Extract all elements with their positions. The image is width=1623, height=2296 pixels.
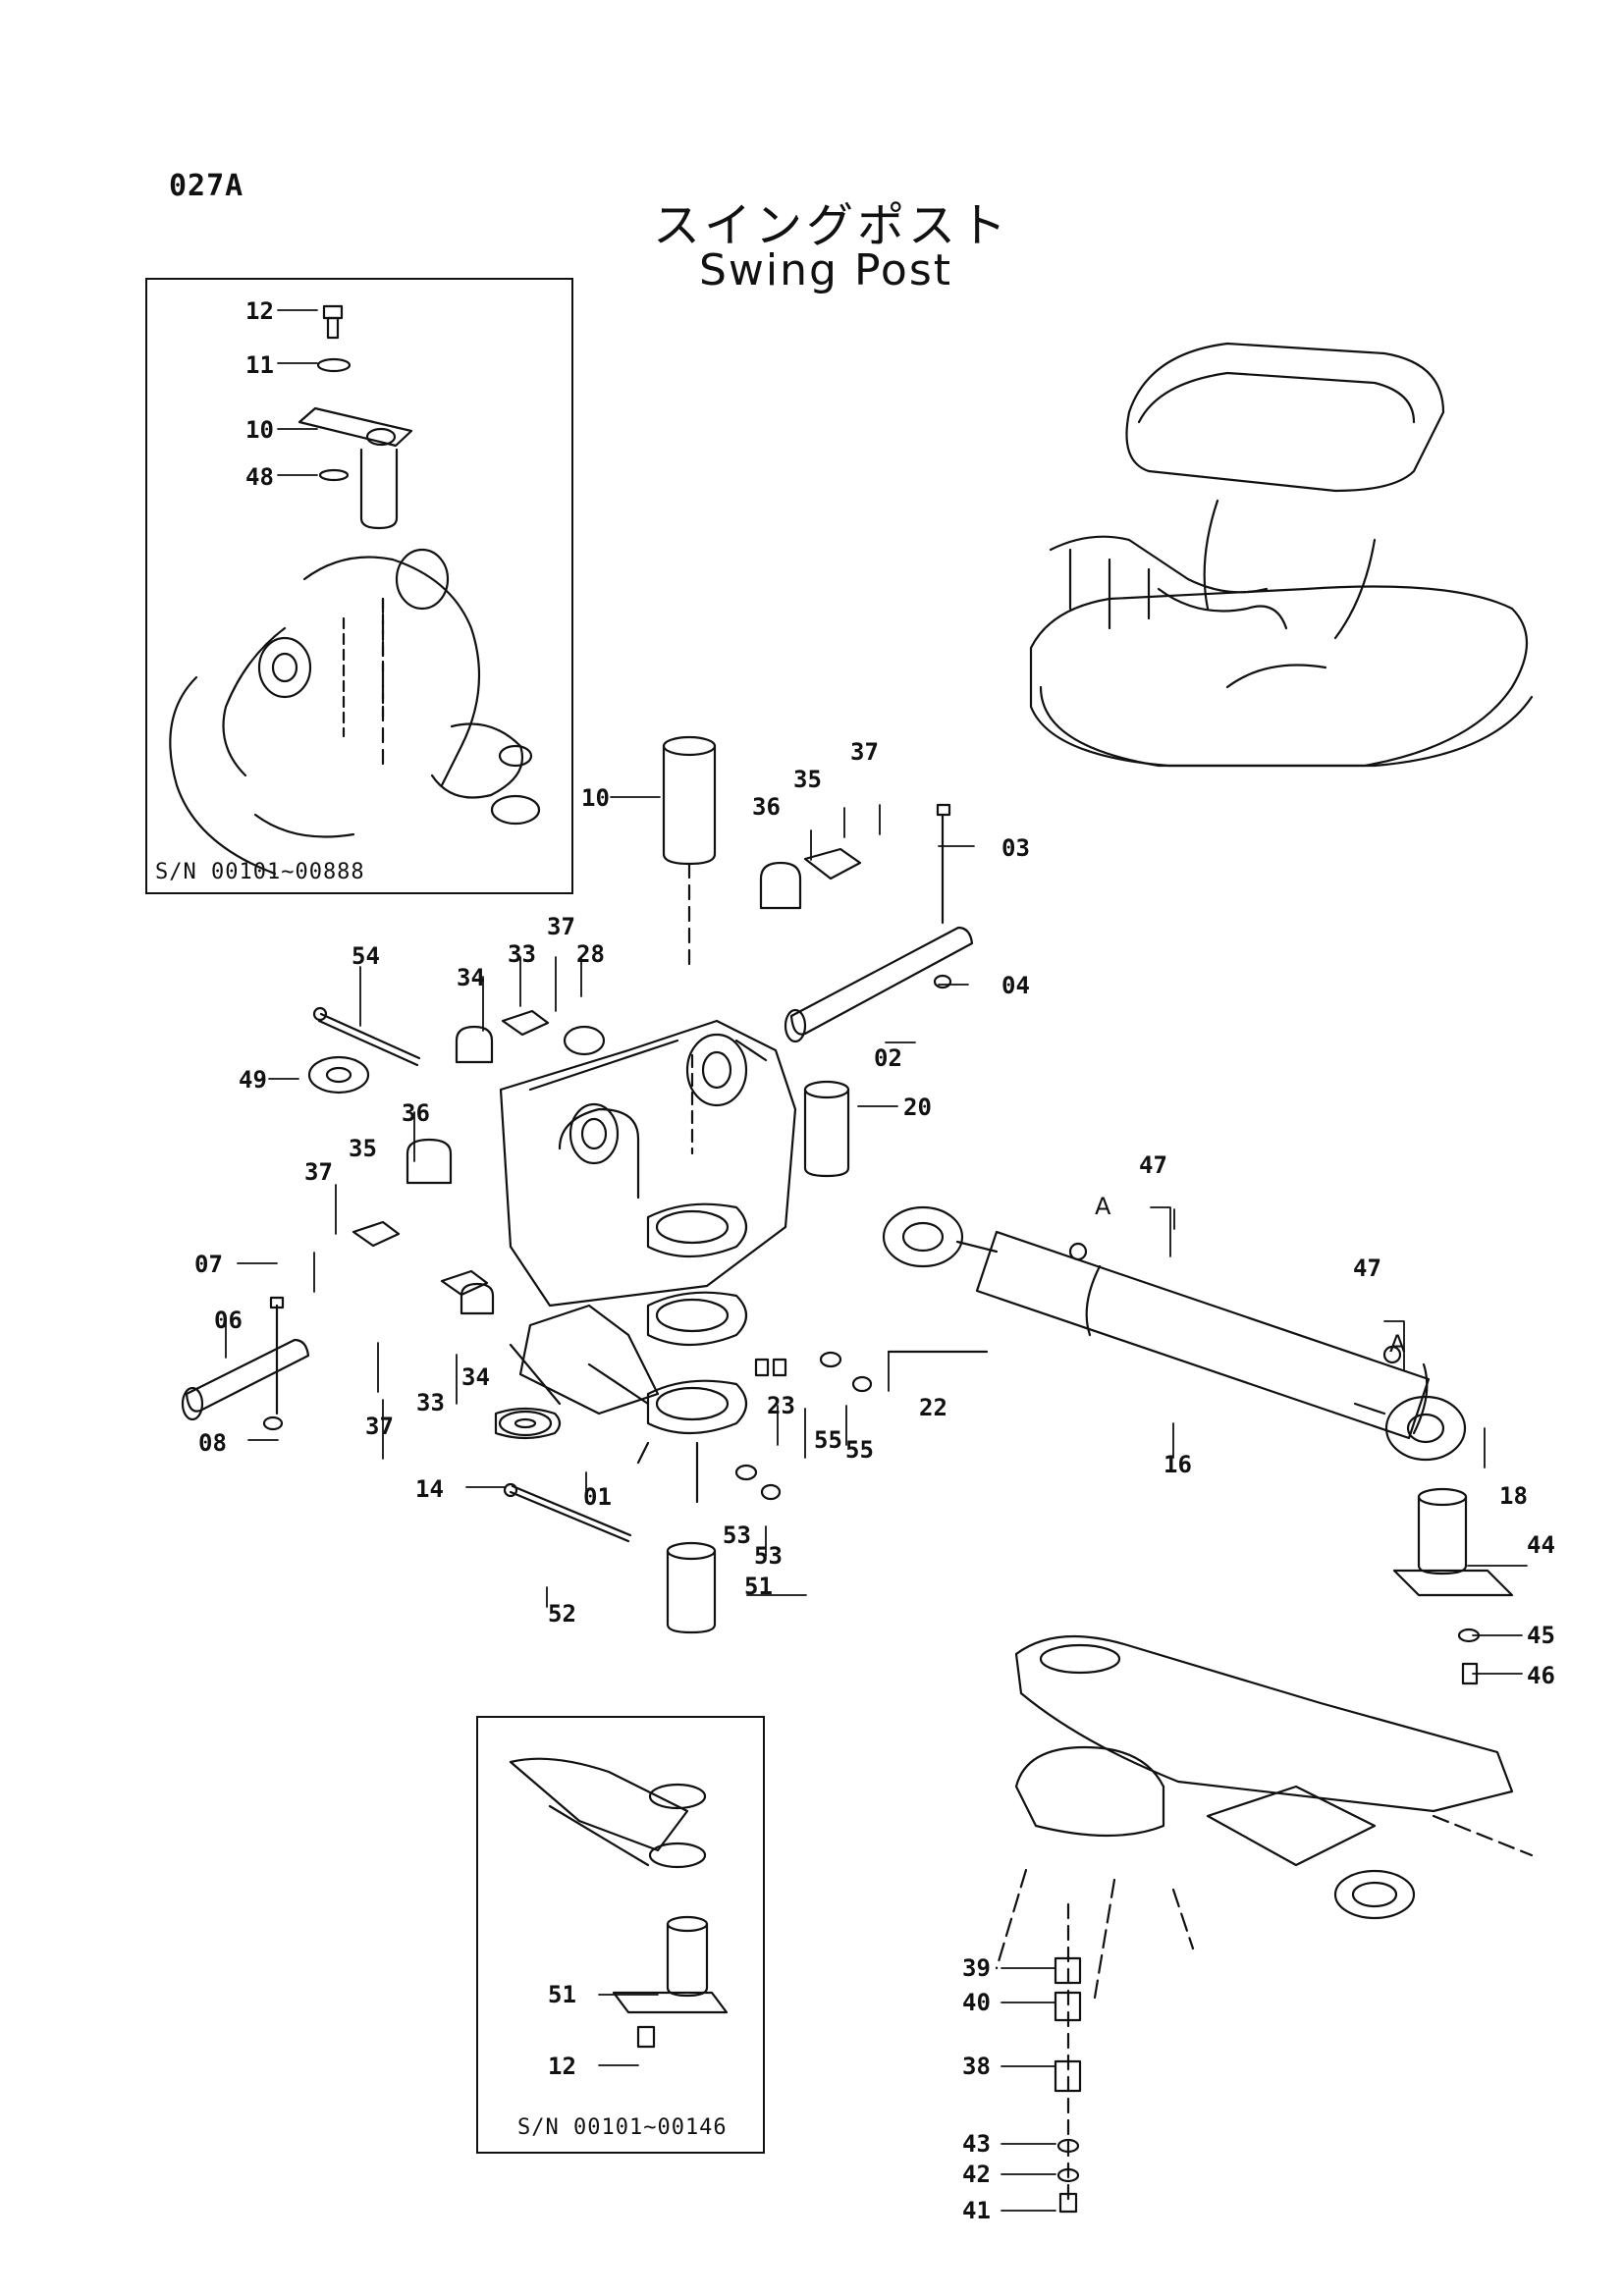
inset-top-serial-range: S/N 00101~00888	[155, 860, 365, 884]
callout-14: 14	[415, 1475, 444, 1503]
callout-11-inset: 11	[245, 351, 274, 379]
callout-22: 22	[919, 1394, 947, 1421]
operator-station-drawing	[1029, 342, 1534, 768]
page-title-japanese: スイングポスト	[653, 198, 1011, 253]
section-mark-a-right: A	[1389, 1330, 1406, 1358]
callout-03: 03	[1001, 834, 1030, 862]
callout-35-lower: 35	[349, 1135, 377, 1162]
callout-28: 28	[576, 940, 605, 968]
callout-41: 41	[962, 2197, 991, 2224]
callout-53-a: 53	[723, 1522, 751, 1549]
hardware-drawing	[262, 847, 1402, 1501]
callout-37-mid: 37	[547, 913, 575, 940]
swing-bracket-drawing	[494, 1019, 797, 1504]
leader-lines	[225, 309, 1528, 2212]
callout-34-upper: 34	[457, 964, 485, 991]
callout-08: 08	[198, 1429, 227, 1457]
callout-47-left: 47	[1139, 1151, 1167, 1179]
callout-37-lower: 37	[365, 1413, 394, 1440]
callout-53-b: 53	[754, 1542, 783, 1570]
swing-cylinder-drawing	[882, 1205, 1467, 1462]
callout-48-inset: 48	[245, 463, 274, 491]
callout-46: 46	[1527, 1662, 1555, 1689]
callout-52: 52	[548, 1600, 576, 1628]
callout-40: 40	[962, 1989, 991, 2016]
callout-49: 49	[239, 1066, 267, 1094]
shim-stack-drawing	[1054, 1902, 1082, 2214]
callout-04: 04	[1001, 972, 1030, 999]
lower-frame-drawing	[995, 1487, 1534, 2000]
inset-bottom-frame: S/N 00101~00146	[476, 1716, 765, 2154]
callout-55-b: 55	[845, 1436, 874, 1464]
callout-07: 07	[194, 1251, 223, 1278]
callout-44: 44	[1527, 1531, 1555, 1559]
callout-23: 23	[767, 1392, 795, 1419]
pins-drawing	[181, 735, 974, 1634]
section-mark-a-left: A	[1095, 1193, 1111, 1220]
callout-47-right: 47	[1353, 1255, 1381, 1282]
page-title-english: Swing Post	[699, 245, 953, 295]
callout-54: 54	[352, 942, 380, 970]
callout-20: 20	[903, 1094, 932, 1121]
callout-18: 18	[1499, 1482, 1528, 1510]
callout-55-a: 55	[814, 1426, 842, 1454]
callout-42: 42	[962, 2161, 991, 2188]
callout-16: 16	[1163, 1451, 1192, 1478]
inset-bottom-serial-range: S/N 00101~00146	[517, 2115, 728, 2140]
callout-12-inset-bottom: 12	[548, 2053, 576, 2080]
callout-37-left: 37	[304, 1158, 333, 1186]
callout-37-upper: 37	[850, 738, 879, 766]
page-code: 027A	[169, 169, 244, 203]
callout-39: 39	[962, 1954, 991, 1982]
callout-43: 43	[962, 2130, 991, 2158]
callout-10-inset: 10	[245, 416, 274, 444]
callout-51-inset: 51	[548, 1981, 576, 2008]
callout-02: 02	[874, 1044, 902, 1072]
callout-01: 01	[583, 1483, 612, 1511]
callout-33-upper: 33	[508, 940, 536, 968]
inset-bottom-drawing	[509, 1757, 729, 2049]
callout-36-upper: 36	[752, 793, 781, 821]
callout-06: 06	[214, 1307, 243, 1334]
callout-38: 38	[962, 2053, 991, 2080]
callout-51: 51	[744, 1573, 773, 1600]
callout-36-lower: 36	[402, 1099, 430, 1127]
callout-33-lower: 33	[416, 1389, 445, 1416]
callout-34-lower: 34	[461, 1363, 490, 1391]
callout-35-upper: 35	[793, 766, 822, 793]
callout-10: 10	[581, 784, 610, 812]
callout-12-inset: 12	[245, 297, 274, 325]
inset-top-frame: S/N 00101~00888	[145, 278, 573, 894]
inset-top-drawing	[169, 304, 541, 876]
callout-45: 45	[1527, 1622, 1555, 1649]
